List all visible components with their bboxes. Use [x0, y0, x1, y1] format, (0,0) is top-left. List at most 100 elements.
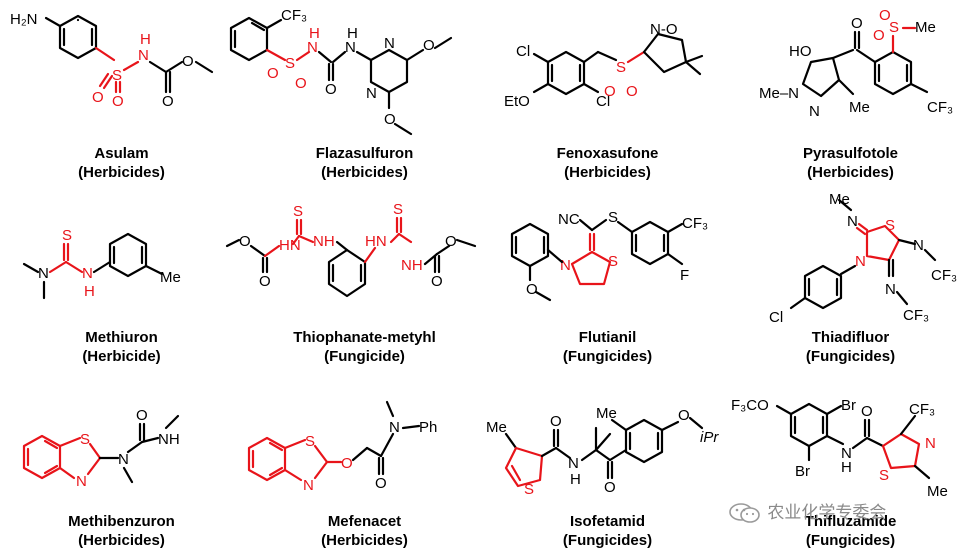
structure-thiadifluor: N Me S N N CF₃ N CF₃ Cl	[769, 191, 957, 326]
label-s: S	[293, 203, 303, 220]
label-h: H	[841, 459, 852, 476]
compound-name: Asulam	[94, 145, 149, 162]
label-n: N	[913, 237, 924, 254]
label-h: H	[309, 25, 320, 42]
label-o: O	[92, 89, 104, 106]
label-s: S	[879, 467, 889, 484]
label-me: Me	[849, 99, 870, 116]
label-n: N	[307, 39, 318, 56]
label-nh2: H₂N	[10, 11, 38, 28]
compound-name: Pyrasulfotole	[802, 145, 899, 162]
label-h: H	[347, 25, 358, 42]
label-o: O	[604, 83, 616, 100]
compound-name: Flazasulfuron	[315, 145, 414, 162]
label-n: N	[841, 445, 852, 462]
compound-flutianil: NC S CF₃ F N S O Flutianil (Fungicides)	[486, 184, 729, 368]
label-cl: Cl	[516, 43, 530, 60]
label-n: N	[366, 85, 377, 102]
label-s: S	[608, 253, 618, 270]
compound-asulam: H₂N S O O N H O O Asulam (Herbicides)	[0, 0, 243, 184]
label-n: N	[389, 419, 400, 436]
label-n-o: N-O	[650, 21, 678, 38]
label-n: N	[809, 103, 820, 120]
label-o: O	[445, 233, 457, 250]
compound-class: (Fungicides)	[562, 532, 653, 549]
label-n: N	[38, 265, 49, 282]
label-h: H	[570, 471, 581, 488]
label-eto: EtO	[504, 93, 530, 110]
compound-class: (Herbicides)	[78, 532, 165, 549]
compound-name: Thifluzamide	[804, 513, 897, 530]
label-cl: Cl	[596, 93, 610, 110]
label-o: O	[384, 111, 396, 128]
label-o: O	[325, 81, 337, 98]
compound-name: Flutianil	[578, 329, 637, 346]
label-o: O	[295, 75, 307, 92]
compound-name: Thiophanate-metyhl	[293, 329, 436, 346]
compound-mefenacet: S N O O N Ph Mefenacet (Herbicides)	[243, 368, 486, 552]
label-n: N	[885, 281, 896, 298]
label-o: O	[259, 273, 271, 290]
label-cf3: CF₃	[931, 267, 957, 284]
label-s: S	[885, 217, 895, 234]
compound-class: (Herbicides)	[807, 164, 894, 181]
structure-thiophanate-methyl: O O HN S NH HN S NH O O	[225, 201, 477, 298]
structure-methiuron: N S N H Me	[22, 227, 181, 300]
wechat-icon	[729, 503, 760, 523]
label-f3co: F₃CO	[731, 397, 769, 414]
structure-fenoxasufone: Cl EtO Cl S O O N-O	[504, 21, 704, 110]
label-n: N	[568, 455, 579, 472]
compound-name: Methiuron	[85, 329, 158, 346]
label-s: S	[285, 55, 295, 72]
compound-class: (Herbicides)	[564, 164, 651, 181]
compound-class: (Fungicide)	[324, 348, 405, 365]
structure-methibenzuron: S N N O NH	[22, 407, 180, 490]
structure-thifluzamide: F₃CO Br Br N H O S N CF₃ Me	[731, 397, 948, 500]
compound-pyrasulfotole: HO Me–N N Me O S O O Me CF₃ Pyrasulfotol…	[729, 0, 972, 184]
compound-class: (Herbicide)	[82, 348, 161, 365]
label-n: N	[925, 435, 936, 452]
label-cf3: CF₃	[281, 7, 307, 24]
label-o: O	[550, 413, 562, 430]
compound-thifluzamide: F₃CO Br Br N H O S N CF₃ Me Thifluzamide…	[729, 368, 972, 552]
label-s: S	[889, 19, 899, 36]
label-o: O	[267, 65, 279, 82]
label-o: O	[604, 479, 616, 496]
label-n: N	[303, 477, 314, 494]
label-nh: NH	[401, 257, 423, 274]
label-me: Me	[486, 419, 507, 436]
label-s: S	[524, 481, 534, 498]
label-f: F	[680, 267, 689, 284]
label-s: S	[112, 67, 122, 84]
structure-mefenacet: S N O O N Ph	[247, 400, 437, 494]
label-h: H	[140, 31, 151, 48]
label-n: N	[118, 451, 129, 468]
label-ho: HO	[789, 43, 812, 60]
compound-thiophanate-methyl: O O HN S NH HN S NH O O	[225, 184, 486, 368]
label-o: O	[375, 475, 387, 492]
label-s: S	[305, 433, 315, 450]
label-o: O	[112, 93, 124, 110]
label-h: H	[84, 283, 95, 300]
label-cf3: CF₃	[682, 215, 708, 232]
label-o: O	[851, 15, 863, 32]
label-s: S	[616, 59, 626, 76]
label-br: Br	[841, 397, 856, 414]
structure-flutianil: NC S CF₃ F N S O	[510, 209, 708, 302]
compound-name: Fenoxasufone	[556, 145, 659, 162]
label-me: Me	[829, 191, 850, 208]
label-o: O	[879, 7, 891, 24]
label-o: O	[873, 27, 885, 44]
compound-class: (Herbicides)	[78, 164, 165, 181]
label-me: Me	[160, 269, 181, 286]
label-n: N	[847, 213, 858, 230]
label-me-n: Me–N	[759, 85, 799, 102]
label-br: Br	[795, 463, 810, 480]
compound-class: (Herbicides)	[321, 532, 408, 549]
label-nh: NH	[158, 431, 180, 448]
compound-class: (Fungicides)	[805, 532, 896, 549]
label-s: S	[608, 209, 618, 226]
label-cf3: CF₃	[903, 307, 929, 324]
compound-class: (Herbicides)	[321, 164, 408, 181]
